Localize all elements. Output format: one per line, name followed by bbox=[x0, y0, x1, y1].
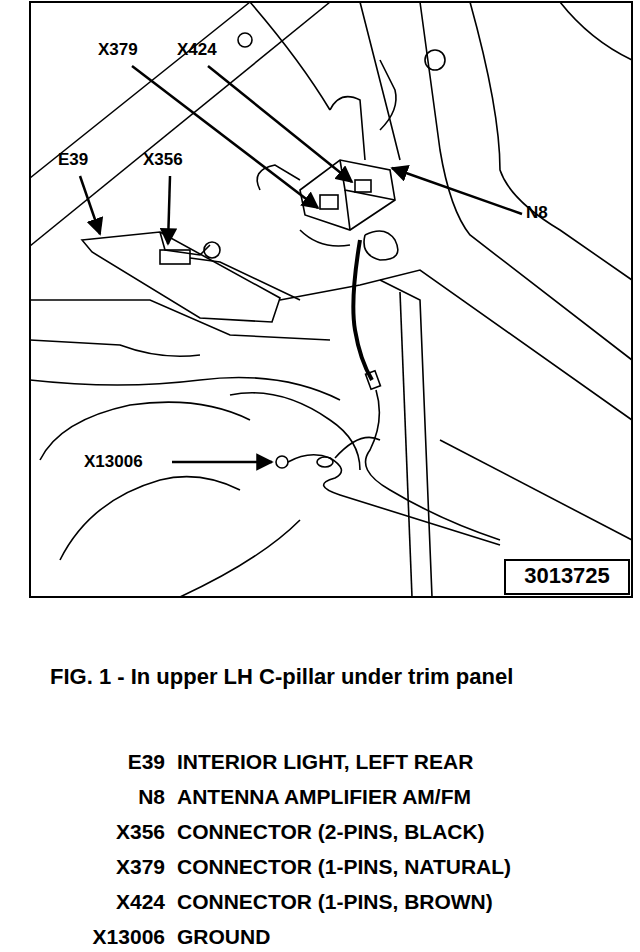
callout-label: X379 bbox=[98, 40, 138, 60]
legend-text: CONNECTOR (1-PINS, BROWN) bbox=[177, 890, 493, 914]
legend-key: X356 bbox=[116, 820, 165, 844]
callout-label: X356 bbox=[143, 150, 183, 170]
legend-key: E39 bbox=[128, 750, 165, 774]
legend-text: ANTENNA AMPLIFIER AM/FM bbox=[177, 785, 471, 809]
figure-caption: FIG. 1 - In upper LH C-pillar under trim… bbox=[50, 664, 590, 689]
leader-arrows bbox=[80, 66, 522, 462]
legend-text: GROUND bbox=[177, 925, 270, 949]
legend-key: X13006 bbox=[93, 925, 165, 949]
callout-label: E39 bbox=[58, 150, 88, 170]
callout-label: N8 bbox=[526, 203, 548, 223]
pillar-drawing bbox=[30, 2, 632, 597]
callout-label: X424 bbox=[177, 40, 217, 60]
legend-key: N8 bbox=[138, 785, 165, 809]
legend-key: X379 bbox=[116, 855, 165, 879]
legend-text: INTERIOR LIGHT, LEFT REAR bbox=[177, 750, 473, 774]
legend-key: X424 bbox=[116, 890, 165, 914]
drawing-number: 3013725 bbox=[524, 563, 610, 588]
callout-label: X13006 bbox=[84, 452, 143, 472]
legend-text: CONNECTOR (2-PINS, BLACK) bbox=[177, 820, 485, 844]
legend-text: CONNECTOR (1-PINS, NATURAL) bbox=[177, 855, 511, 879]
